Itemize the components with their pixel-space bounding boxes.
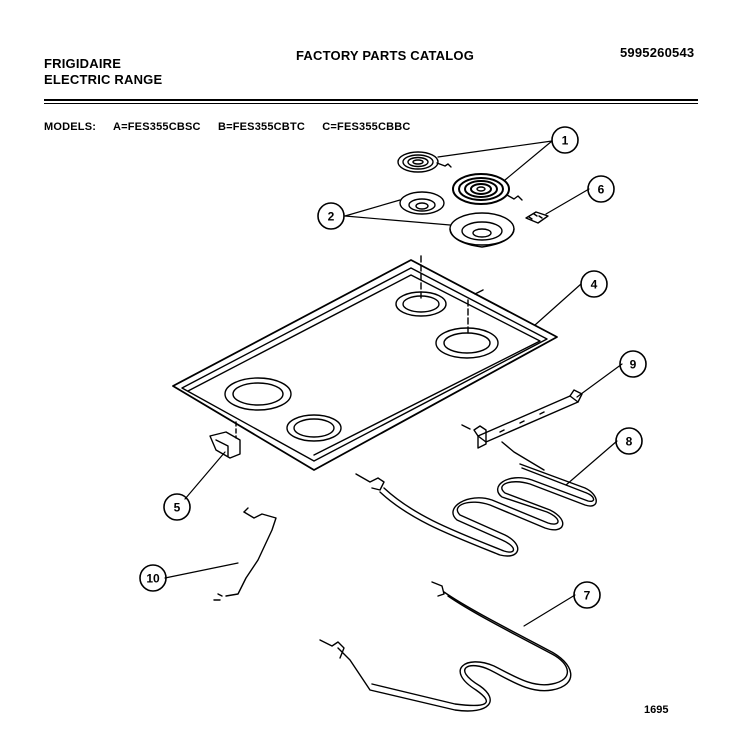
callout-2: 2 bbox=[317, 202, 345, 230]
callout-2-label: 2 bbox=[328, 210, 335, 224]
element-receptacle bbox=[525, 211, 549, 224]
brand-name: FRIGIDAIRE bbox=[44, 56, 122, 71]
callout-9: 9 bbox=[619, 350, 647, 378]
element-bracket bbox=[461, 389, 583, 449]
callout-10-label: 10 bbox=[146, 572, 160, 586]
drip-bowl-small bbox=[399, 191, 445, 215]
models-label: MODELS: bbox=[44, 121, 97, 133]
callout-1: 1 bbox=[551, 126, 579, 154]
bake-element bbox=[319, 581, 572, 712]
drip-bowl-large bbox=[449, 212, 515, 248]
callout-4-label: 4 bbox=[591, 278, 598, 292]
model-b: B=FES355CBTC bbox=[217, 121, 306, 133]
callout-5-label: 5 bbox=[174, 501, 181, 515]
callout-9-label: 9 bbox=[630, 358, 637, 372]
product-type: ELECTRIC RANGE bbox=[44, 72, 163, 87]
surface-element-large bbox=[452, 173, 523, 205]
callout-8-label: 8 bbox=[626, 435, 633, 449]
page-code: 1695 bbox=[644, 704, 669, 716]
cooktop-hinge-clip bbox=[209, 421, 241, 459]
model-a: A=FES355CBSC bbox=[112, 121, 201, 133]
models-line: MODELS: A=FES355CBSC B=FES355CBTC C=FES3… bbox=[44, 119, 425, 135]
callout-8: 8 bbox=[615, 427, 643, 455]
broil-element bbox=[355, 441, 597, 557]
header-rule-thin bbox=[44, 103, 698, 104]
callout-6: 6 bbox=[587, 175, 615, 203]
catalog-title: FACTORY PARTS CATALOG bbox=[296, 48, 475, 63]
header-rule bbox=[44, 99, 698, 101]
catalog-number: 5995260543 bbox=[620, 45, 695, 60]
callout-1-label: 1 bbox=[562, 134, 569, 148]
callout-10: 10 bbox=[139, 564, 167, 592]
callout-5: 5 bbox=[163, 493, 191, 521]
model-c: C=FES355CBBC bbox=[322, 121, 411, 133]
callout-6-label: 6 bbox=[598, 183, 605, 197]
cooktop-panel bbox=[172, 255, 558, 471]
wire-retainer bbox=[213, 507, 277, 601]
callout-7-label: 7 bbox=[584, 589, 591, 603]
callout-7: 7 bbox=[573, 581, 601, 609]
leader-lines bbox=[164, 140, 623, 627]
callout-4: 4 bbox=[580, 270, 608, 298]
surface-element-small bbox=[397, 151, 452, 173]
